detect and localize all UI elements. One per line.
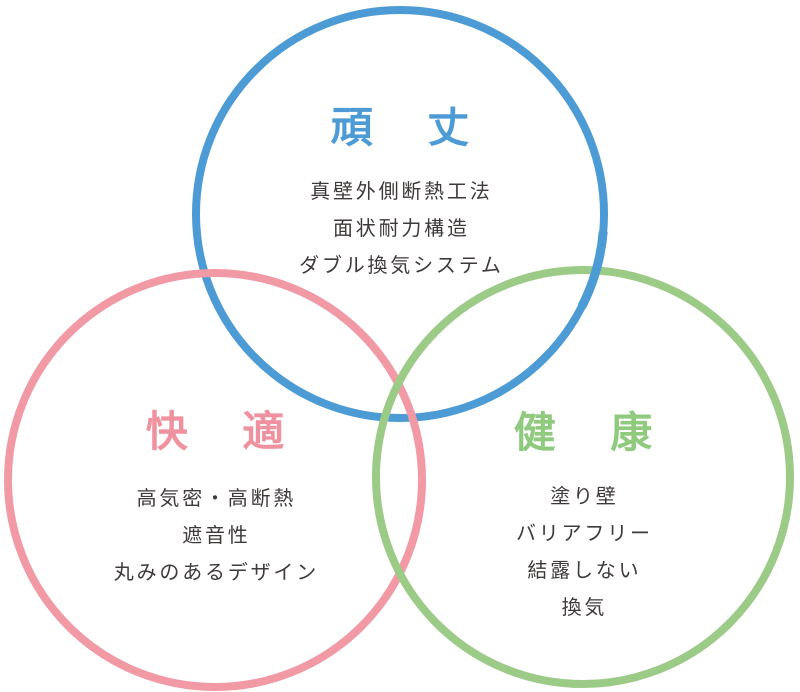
feature-item: 真壁外側断熱工法 — [310, 181, 493, 203]
sturdy-circle-ring — [192, 6, 608, 422]
feature-item: 遮音性 — [182, 525, 251, 547]
feature-item: ダブル換気システム — [299, 255, 504, 277]
feature-item: 換気 — [561, 597, 608, 619]
sturdy-items: 真壁外側断熱工法 面状耐力構造 ダブル換気システム — [299, 174, 501, 285]
comfort-circle-ring — [4, 269, 426, 691]
sturdy-over-health-overlap-arc — [577, 231, 608, 309]
comfort-items: 高気密・高断熱 遮音性 丸みのあるデザイン — [114, 481, 316, 592]
feature-item: 面状耐力構造 — [332, 218, 470, 240]
comfort-section: 快 適 高気密・高断熱 遮音性 丸みのあるデザイン — [114, 412, 316, 592]
feature-item: 高気密・高断熱 — [136, 488, 297, 510]
feature-item: 結露しない — [527, 560, 642, 582]
feature-item: バリアフリー — [515, 523, 653, 545]
health-section: 健 康 塗り壁 バリアフリー 結露しない 換気 — [514, 413, 653, 627]
health-items: 塗り壁 バリアフリー 結露しない 換気 — [514, 479, 653, 627]
feature-item: 塗り壁 — [550, 486, 619, 508]
health-title: 健 康 — [513, 411, 659, 457]
sturdy-title: 頑 丈 — [330, 106, 476, 152]
feature-item: 丸みのあるデザイン — [113, 562, 319, 584]
sturdy-section: 頑 丈 真壁外側断熱工法 面状耐力構造 ダブル換気システム — [299, 108, 501, 285]
comfort-title: 快 適 — [145, 410, 291, 456]
health-circle-ring — [372, 266, 794, 688]
